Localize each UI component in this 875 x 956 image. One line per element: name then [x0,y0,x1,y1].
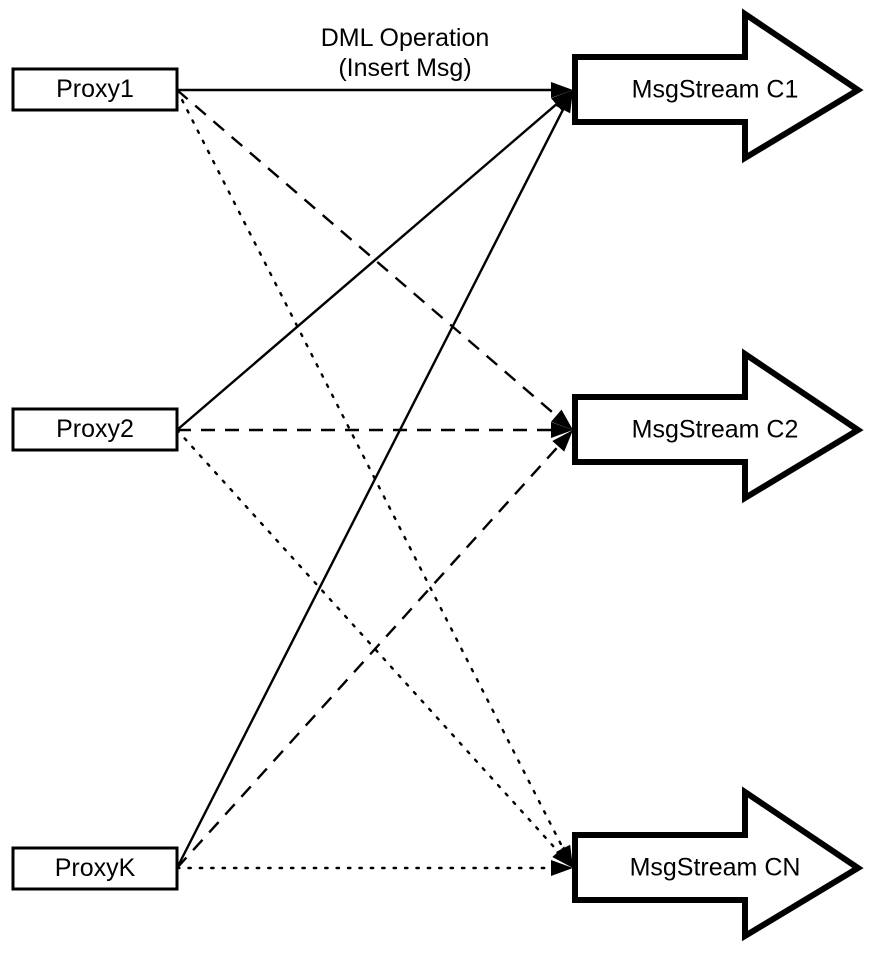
connection-proxyK-c2[interactable] [176,438,566,869]
arrowhead-proxyK-cn [551,860,573,876]
arrowhead-proxy2-c2 [551,422,573,438]
arrowhead-proxy2-c1 [551,90,573,111]
proxy-node-proxyK[interactable]: ProxyK [11,846,179,891]
connection-proxy2-c1[interactable] [176,96,565,431]
connection-proxy1-c2[interactable] [176,89,565,424]
msgstream-arrow-shape [572,786,864,942]
proxy-label: Proxy2 [56,415,134,443]
connections-layer [175,88,569,870]
connection-line-dotted [175,88,569,859]
edge-label-line-2: (Insert Msg) [338,54,471,82]
msgstream-arrow-shape [572,8,864,164]
arrowhead-proxyK-c2 [552,430,573,452]
proxy-box-shape [11,407,179,452]
streams-layer: MsgStream C1 MsgStream C2 MsgStream CN [572,8,864,942]
proxy-label: ProxyK [55,854,136,882]
arrowheads-layer [551,82,573,876]
arrowhead-proxy1-c1 [551,82,573,98]
proxy-label: Proxy1 [56,75,134,103]
msgstream-label: MsgStream C1 [632,76,799,104]
msgstream-label: MsgStream CN [630,854,801,882]
msgstream-stream_c1[interactable]: MsgStream C1 [572,8,864,164]
edge-label-line-1: DML Operation [321,24,490,52]
connection-proxyK-c1[interactable] [175,100,569,869]
msgstream-stream_c2[interactable]: MsgStream C2 [572,348,864,504]
connection-line-dotted [175,428,567,861]
arrowhead-proxy2-cn [552,846,573,868]
proxy-node-proxy2[interactable]: Proxy2 [11,407,179,452]
arrowhead-proxyK-c1 [555,90,573,114]
connection-line-dashed [176,438,566,869]
msgstream-stream_cn[interactable]: MsgStream CN [572,786,864,942]
connection-line-solid [175,100,569,869]
proxy-box-shape [11,67,179,112]
proxy-box-shape [11,846,179,891]
msgstream-arrow-shape [572,348,864,504]
msgstream-label: MsgStream C2 [632,416,799,444]
connection-line-dashed [176,89,565,424]
edge-label-dml-operation: DML Operation (Insert Msg) [321,24,490,82]
connection-proxy2-cn[interactable] [175,428,567,861]
connection-line-solid [176,96,565,431]
proxy-node-proxy1[interactable]: Proxy1 [11,67,179,112]
connection-proxy1-cn[interactable] [175,88,569,859]
arrowhead-proxy1-c2 [551,409,573,430]
